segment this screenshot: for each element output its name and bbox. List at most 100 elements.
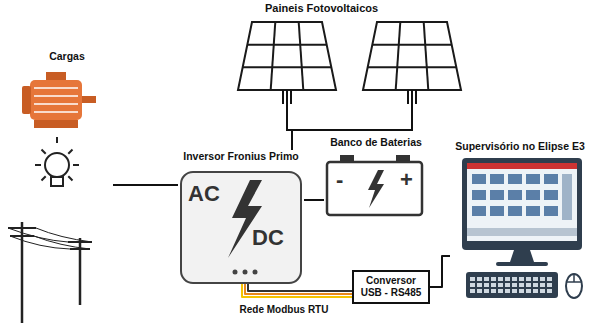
solar-panel	[396, 22, 401, 90]
battery-icon	[327, 162, 422, 215]
inverter-housing	[181, 172, 301, 283]
panel-wiring	[411, 90, 413, 104]
motor-icon	[30, 80, 82, 120]
lightbulb-icon	[56, 137, 58, 143]
computer-icon	[510, 250, 534, 262]
computer-icon	[462, 158, 582, 250]
solar-panel	[299, 22, 304, 90]
computer-icon	[562, 174, 572, 220]
battery-wire	[304, 200, 324, 201]
keyboard-mouse-icon	[573, 274, 575, 282]
keyboard-mouse-icon	[470, 277, 554, 281]
loads-group: Cargas	[0, 50, 113, 323]
solar-panel	[247, 44, 326, 46]
lightbulb-icon	[35, 164, 41, 166]
computer-icon	[462, 158, 582, 266]
computer-icon	[544, 206, 558, 216]
motor-icon	[34, 111, 78, 113]
panel-wiring	[407, 90, 409, 104]
computer-icon	[544, 190, 558, 200]
connector-line	[291, 130, 293, 150]
modbus-cable	[242, 284, 352, 297]
solar-panels: Paineis Fotovoltaicos	[227, 2, 469, 130]
solar-panel	[238, 22, 336, 90]
connector-line	[242, 284, 352, 297]
computer-icon	[508, 206, 522, 216]
computer-icon	[467, 163, 577, 169]
keyboard-mouse-icon	[466, 272, 558, 298]
node-heading: Inversor Fronius Primo	[178, 150, 304, 163]
solar-panel	[424, 22, 429, 90]
connector-line	[304, 199, 324, 201]
computer-icon	[472, 174, 486, 184]
computer-icon	[490, 174, 504, 184]
power-pole-icon	[8, 222, 92, 323]
computer-icon	[496, 262, 548, 266]
computer-icon	[526, 206, 540, 216]
dc-wire	[292, 130, 293, 150]
panel-wiring	[290, 90, 292, 104]
motor-icon	[34, 95, 78, 97]
power-pole-icon	[8, 228, 68, 242]
converter-box: Conversor USB - RS485	[352, 270, 430, 304]
ac-label: AC	[188, 182, 220, 206]
inverter-housing	[233, 270, 238, 275]
box-label: Conversor USB - RS485	[358, 275, 424, 299]
computer-icon	[490, 190, 504, 200]
connector-label: Rede Modbus RTU	[238, 304, 331, 316]
connector-line	[245, 284, 352, 294]
power-pole-icon	[21, 222, 24, 323]
lightbulb-icon	[51, 177, 63, 186]
solar-panel	[238, 22, 336, 90]
battery-icon	[327, 155, 422, 215]
motor-icon	[34, 87, 78, 89]
inverter-box: Inversor Fronius PrimoAC DC	[178, 150, 304, 284]
lightbulb-icon	[42, 176, 46, 180]
keyboard-mouse-icon	[470, 289, 554, 293]
node-heading: Paineis Fotovoltaicos	[227, 2, 469, 15]
terminal-sign: -	[336, 168, 343, 192]
solar-panel	[368, 66, 457, 68]
usb-cable	[430, 256, 450, 287]
computer-icon	[472, 206, 486, 216]
keyboard-mouse-icon	[470, 283, 554, 287]
connector-line	[113, 184, 178, 186]
computer-icon	[508, 174, 522, 184]
keyboard-mouse-icon	[466, 272, 582, 298]
inverter-housing	[181, 172, 301, 283]
motor-icon	[22, 86, 31, 114]
node-heading: Cargas	[0, 50, 113, 63]
solar-panel	[363, 22, 461, 90]
motor-icon	[46, 72, 66, 81]
motor-icon	[82, 96, 96, 103]
motor-icon	[34, 103, 78, 105]
solar-panel	[372, 44, 451, 46]
lightbulb-icon	[68, 150, 72, 154]
panel-wiring	[282, 90, 284, 104]
computer-icon	[508, 190, 522, 200]
panel-wiring	[287, 104, 412, 130]
battery-icon	[368, 170, 384, 208]
lightbulb-icon	[73, 164, 79, 166]
node-heading: Banco de Baterias	[324, 136, 428, 149]
lightbulb-icon	[35, 137, 79, 186]
lightbulb-icon	[42, 150, 46, 154]
ac-wire	[113, 185, 178, 186]
keyboard-mouse-icon	[566, 274, 582, 298]
computer-icon	[526, 190, 540, 200]
solar-panel	[243, 66, 332, 68]
computer-icon	[467, 163, 577, 241]
computer-icon	[467, 228, 577, 236]
dc-label: DC	[252, 226, 284, 250]
computer-icon	[544, 174, 558, 184]
node-heading: Supervisório no Elipse E3	[450, 140, 590, 153]
power-pole-icon	[34, 236, 90, 249]
inverter-housing	[253, 270, 258, 275]
panel-wiring	[283, 90, 416, 130]
solar-panel	[363, 22, 461, 90]
connector-line	[430, 256, 450, 287]
computer-icon	[490, 206, 504, 216]
panel-wiring	[286, 90, 288, 104]
terminal-sign: +	[400, 168, 413, 192]
